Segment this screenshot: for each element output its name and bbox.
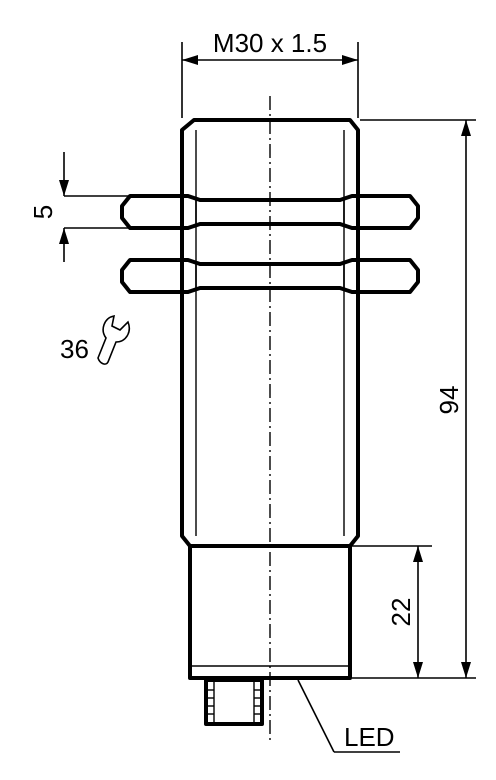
led-callout: LED	[297, 679, 400, 753]
total-length-label: 94	[434, 386, 464, 415]
head-length-label: 22	[386, 598, 416, 627]
lower-nut	[120, 258, 420, 294]
wrench-size: 36	[60, 314, 131, 365]
wrench-size-label: 36	[60, 334, 89, 364]
upper-nut	[120, 194, 420, 230]
thread-dimension: M30 x 1.5	[181, 28, 359, 118]
nut-thickness-label: 5	[28, 205, 58, 219]
thread-label: M30 x 1.5	[213, 28, 327, 58]
led-label: LED	[344, 722, 395, 752]
head-length-dimension: 22	[352, 545, 432, 678]
wrench-icon	[97, 314, 131, 365]
nut-thickness-dimension: 5	[28, 152, 130, 262]
sensor-head	[188, 544, 352, 680]
total-length-dimension: 94	[352, 119, 476, 679]
connector	[204, 678, 264, 726]
